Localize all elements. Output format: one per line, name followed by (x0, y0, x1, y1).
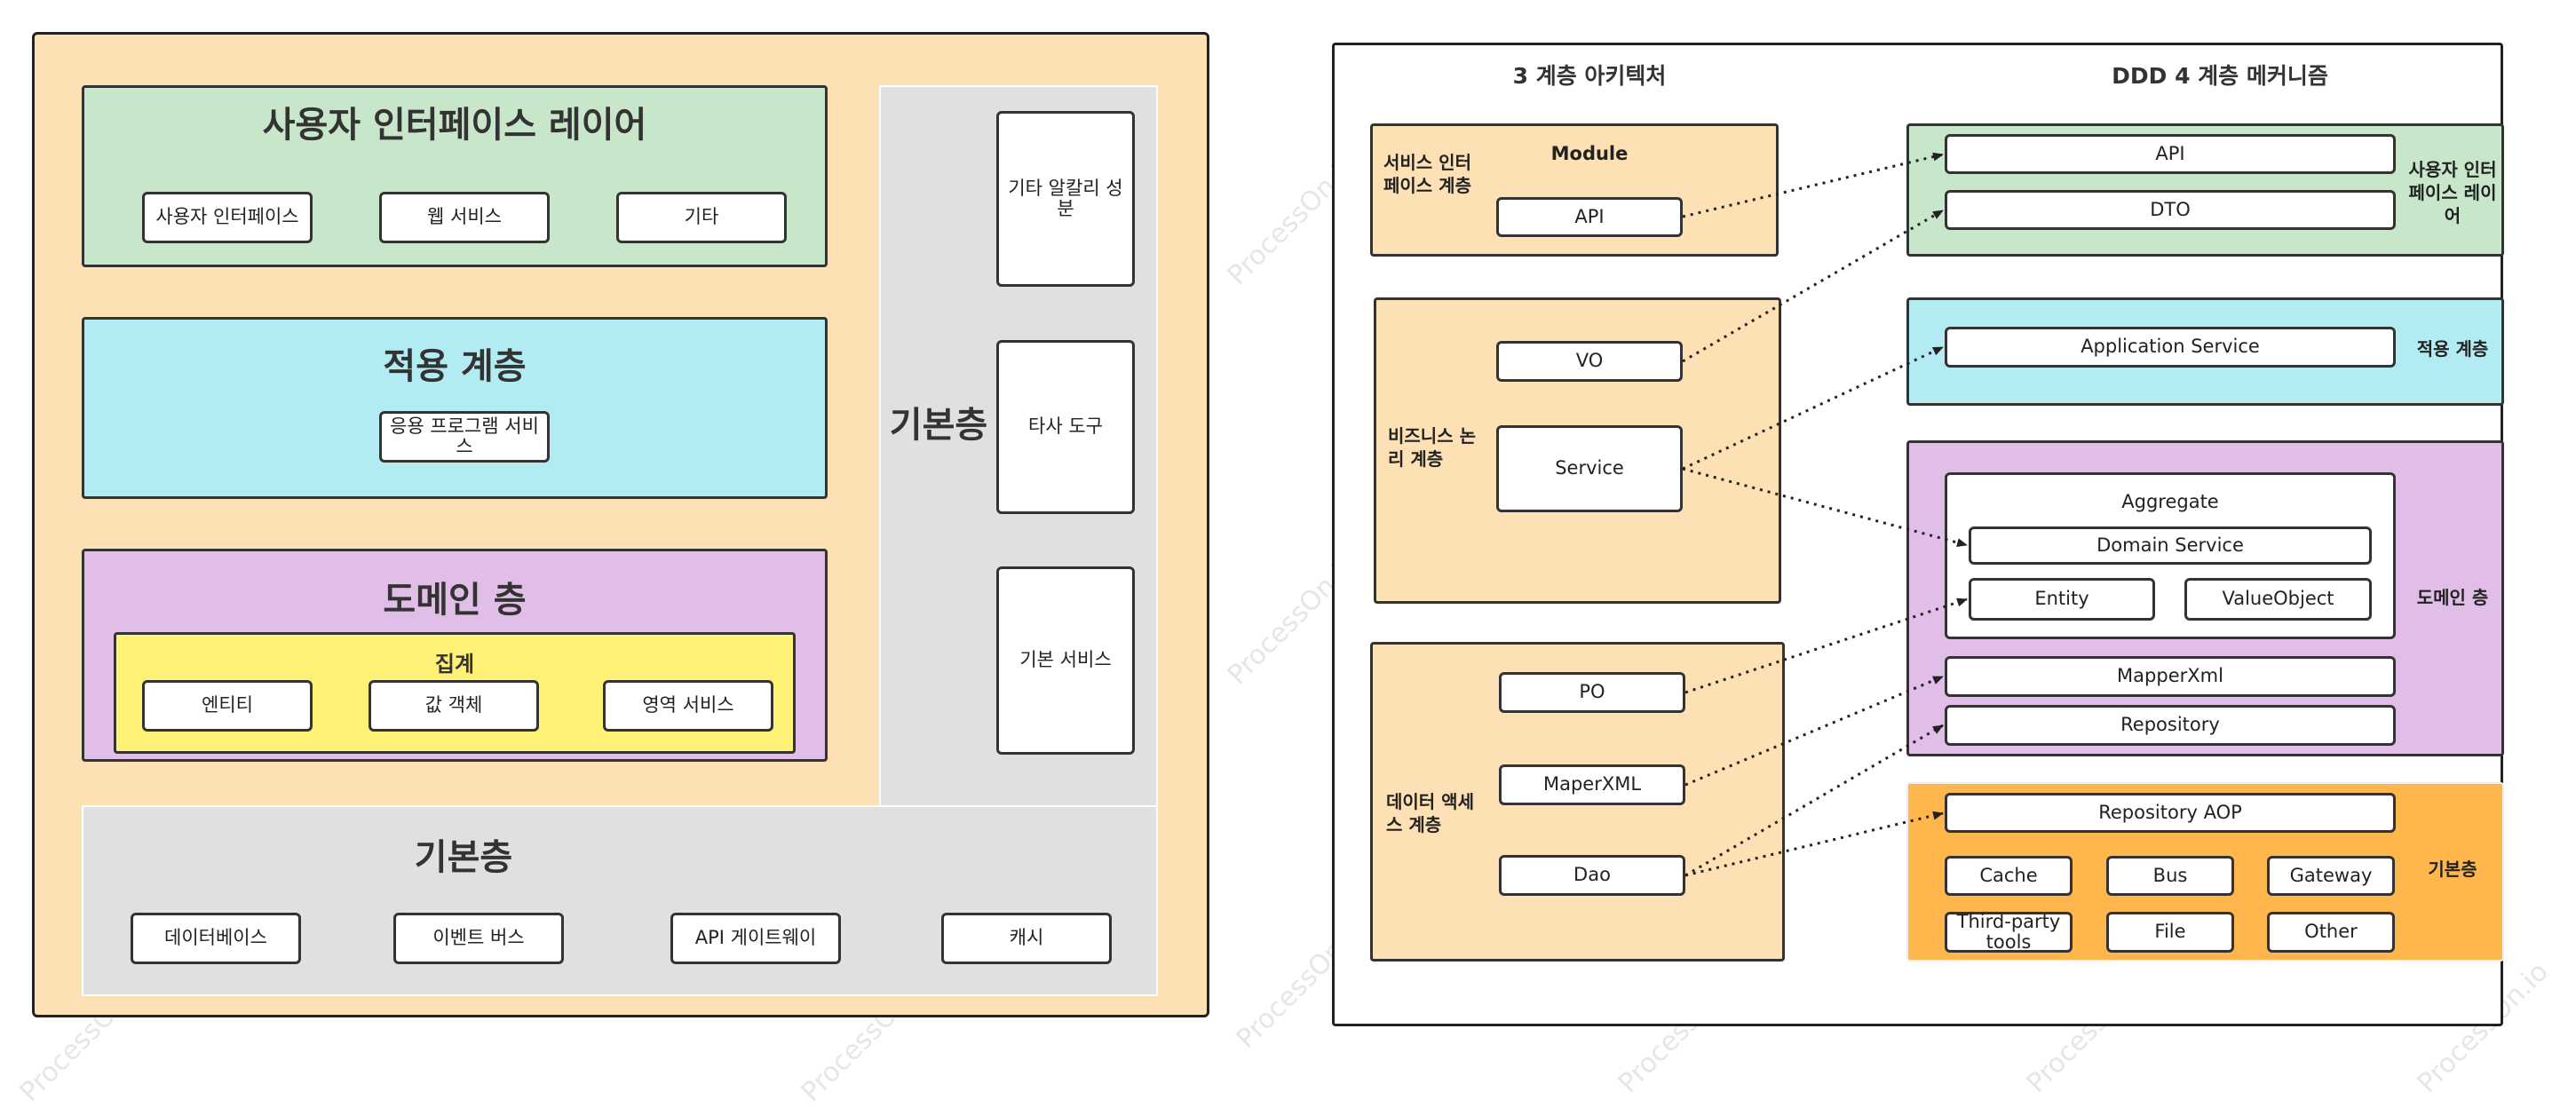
left-infra-bottom-item: 이벤트 버스 (393, 913, 564, 964)
ddd-infra-label: 기본층 (2428, 859, 2477, 880)
three-tier-service-box: Service (1496, 425, 1683, 512)
left-domain-layer-title: 도메인 층 (383, 580, 527, 621)
three-tier-vo-box: VO (1496, 341, 1683, 382)
left-ui-item: 웹 서비스 (379, 192, 550, 243)
ddd-mapperxml-box: MapperXml (1945, 656, 2396, 697)
ddd-dto-box: DTO (1945, 190, 2396, 230)
left-app-item: 응용 프로그램 서비스 (379, 411, 550, 463)
ddd-domain-service-box: Domain Service (1969, 526, 2372, 565)
ddd-cache-box: Cache (1945, 856, 2073, 896)
left-app-layer-title: 적용 계층 (383, 346, 527, 387)
ddd-bus-box: Bus (2106, 856, 2234, 896)
ddd-api-box: API (1945, 134, 2396, 174)
left-infra-bottom-title: 기본층 (414, 837, 513, 878)
ddd-application-service-box: Application Service (1945, 327, 2396, 368)
left-infra-side-item: 타사 도구 (996, 340, 1135, 514)
left-infra-side-title: 기본층 (889, 405, 988, 446)
ddd-third-party-tools-box: Third-party tools (1945, 911, 2073, 953)
ddd-gateway-box: Gateway (2267, 856, 2395, 896)
three-tier-dao-box: Dao (1499, 855, 1685, 896)
ddd-aggregate-title: Aggregate (2121, 491, 2219, 512)
three-tier-maperxml-box: MaperXML (1499, 764, 1685, 805)
left-app-layer (82, 317, 828, 499)
ddd-repository-aop-box: Repository AOP (1945, 793, 2396, 833)
three-tier-presentation-label: 서비스 인터페이스 계층 (1383, 152, 1471, 196)
left-ui-item: 사용자 인터페이스 (142, 192, 313, 243)
three-tier-po-box: PO (1499, 672, 1685, 713)
three-tier-data-label: 데이터 액세스 계층 (1386, 791, 1474, 835)
ddd-entity-box: Entity (1969, 578, 2155, 621)
three-tier-business-label: 비즈니스 논리 계층 (1388, 425, 1476, 470)
ddd-repository-box: Repository (1945, 705, 2396, 746)
left-infra-bottom-row (82, 805, 1158, 996)
ddd-other-box: Other (2267, 912, 2395, 953)
left-infra-bottom-item: 데이터베이스 (131, 913, 301, 964)
ddd-app-label: 적용 계층 (2416, 338, 2489, 360)
left-ui-item: 기타 (616, 192, 787, 243)
ddd-domain-label: 도메인 층 (2416, 587, 2489, 608)
left-domain-item: 엔티티 (142, 680, 313, 732)
left-infra-side-item: 기본 서비스 (996, 566, 1135, 755)
ddd-heading: DDD 4 계층 메커니즘 (2112, 63, 2328, 89)
left-domain-item: 영역 서비스 (603, 680, 773, 732)
left-domain-item: 값 객체 (369, 680, 539, 732)
ddd-valueobject-box: ValueObject (2184, 578, 2372, 621)
left-infra-bottom-item: API 게이트웨이 (670, 913, 841, 964)
three-tier-heading: 3 계층 아키텍처 (1512, 63, 1667, 89)
three-tier-module-label: Module (1550, 143, 1629, 164)
ddd-file-box: File (2106, 912, 2234, 953)
left-infra-side-item: 기타 알칼리 성분 (996, 111, 1135, 287)
left-aggregate-title: 집계 (434, 652, 475, 677)
left-infra-bottom-item: 캐시 (941, 913, 1112, 964)
ddd-ui-label: 사용자 인터페이스 레이어 (2408, 159, 2497, 226)
left-ui-layer-title: 사용자 인터페이스 레이어 (262, 105, 647, 146)
three-tier-api-box: API (1496, 197, 1683, 237)
